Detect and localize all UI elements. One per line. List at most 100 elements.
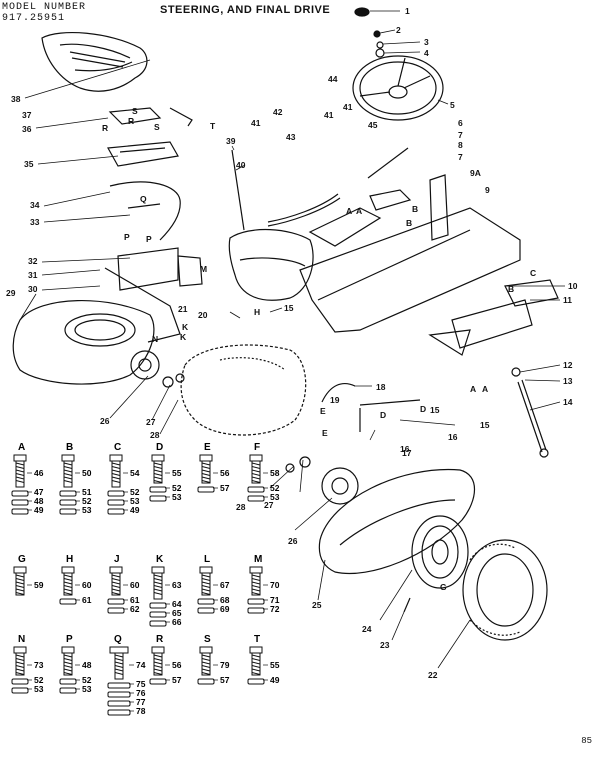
hardware-part-number: 53 xyxy=(172,492,182,502)
hardware-part-number: 70 xyxy=(270,580,280,590)
callout-42: 42 xyxy=(273,107,283,117)
letter-a1: A xyxy=(470,384,476,394)
bolt-icon xyxy=(149,454,167,502)
hardware-letter: A xyxy=(18,442,25,453)
hardware-letter: J xyxy=(114,554,120,565)
bolt-icon xyxy=(107,566,125,614)
chassis-frame xyxy=(299,207,521,333)
callout-19: 19 xyxy=(330,395,340,405)
callout-15c: 15 xyxy=(284,303,294,313)
callout-12: 12 xyxy=(563,360,573,370)
callout-44: 44 xyxy=(328,74,338,84)
bolt-icon xyxy=(197,566,215,614)
letter-c: C xyxy=(530,268,536,278)
letter-d2: D xyxy=(420,404,426,414)
letter-e2: E xyxy=(322,428,328,438)
seat-spring xyxy=(169,107,193,127)
hardware-part-number: 60 xyxy=(130,580,140,590)
callout-8: 8 xyxy=(458,140,463,150)
tire xyxy=(462,539,548,641)
callout-4: 4 xyxy=(424,48,429,58)
callout-1: 1 xyxy=(405,6,410,16)
letter-b1: B xyxy=(412,204,418,214)
callout-7b: 7 xyxy=(458,152,463,162)
callout-40: 40 xyxy=(236,160,246,170)
callout-27-right: 27 xyxy=(264,500,274,510)
hardware-letter: E xyxy=(204,442,211,453)
hardware-part-number: 62 xyxy=(130,604,140,614)
letter-s2: S xyxy=(154,122,160,132)
hardware-part-number: 49 xyxy=(34,505,44,515)
hardware-letter: T xyxy=(254,634,260,645)
hardware-letter: F xyxy=(254,442,260,453)
letter-p1: P xyxy=(124,232,130,242)
hardware-part-number: 49 xyxy=(130,505,140,515)
callout-3: 3 xyxy=(424,37,429,47)
callout-37: 37 xyxy=(22,110,32,120)
hardware-part-number: 75 xyxy=(136,679,146,689)
hardware-letter: M xyxy=(254,554,262,565)
callout-27-left: 27 xyxy=(146,417,156,427)
hardware-part-number: 54 xyxy=(130,468,140,478)
bolt-icon xyxy=(197,646,215,685)
callout-45: 45 xyxy=(368,120,378,130)
hardware-part-number: 66 xyxy=(172,617,182,627)
hardware-part-number: 59 xyxy=(34,580,44,590)
callout-7a: 7 xyxy=(458,130,463,140)
callout-15b: 15 xyxy=(430,405,440,415)
transaxle xyxy=(180,344,307,436)
hardware-item-g: G 59 xyxy=(13,554,44,596)
callout-9: 9 xyxy=(485,185,490,195)
seat-support xyxy=(109,181,181,241)
callout-25: 25 xyxy=(312,600,322,610)
bolt-icon xyxy=(107,646,131,716)
callout-43: 43 xyxy=(286,132,296,142)
bolt-icon xyxy=(11,646,29,694)
letter-b2: B xyxy=(406,218,412,228)
hardware-letter: S xyxy=(204,634,211,645)
callout-5: 5 xyxy=(450,100,455,110)
hardware-part-number: 53 xyxy=(270,492,280,502)
letter-t: T xyxy=(210,121,216,131)
hardware-table: A46474849B50515253C54525349D555253E5657F… xyxy=(11,442,280,716)
pedal-left xyxy=(308,207,382,247)
hardware-part-number: 56 xyxy=(220,468,230,478)
hardware-part-number: 53 xyxy=(130,496,140,506)
hardware-letter: G xyxy=(18,554,26,565)
hardware-part-number: 74 xyxy=(136,660,146,670)
callout-14: 14 xyxy=(563,397,573,407)
hardware-part-number: 52 xyxy=(82,675,92,685)
letter-q: Q xyxy=(140,194,147,204)
callout-20: 20 xyxy=(198,310,208,320)
model-number-label: MODEL NUMBER xyxy=(2,2,87,13)
hardware-part-number: 52 xyxy=(34,675,44,685)
letter-r2: R xyxy=(128,116,134,126)
hardware-part-number: 57 xyxy=(220,675,230,685)
callout-18: 18 xyxy=(376,382,386,392)
seat-bracket xyxy=(108,107,162,125)
hardware-part-number: 47 xyxy=(34,487,44,497)
hardware-part-number: 79 xyxy=(220,660,230,670)
letter-e1: E xyxy=(320,406,326,416)
hardware-letter: D xyxy=(156,442,163,453)
callout-15a: 15 xyxy=(480,420,490,430)
tie-rod xyxy=(367,147,409,179)
bolt-icon xyxy=(11,454,29,515)
callout-31: 31 xyxy=(28,270,38,280)
hardware-letter: B xyxy=(66,442,73,453)
seat-drawing xyxy=(41,31,148,92)
callout-39: 39 xyxy=(226,136,236,146)
callout-29: 29 xyxy=(6,288,16,298)
hardware-part-number: 65 xyxy=(172,608,182,618)
hardware-letter: R xyxy=(156,634,164,645)
letter-n: N xyxy=(152,334,158,344)
hardware-part-number: 52 xyxy=(82,496,92,506)
callout-38: 38 xyxy=(11,94,21,104)
